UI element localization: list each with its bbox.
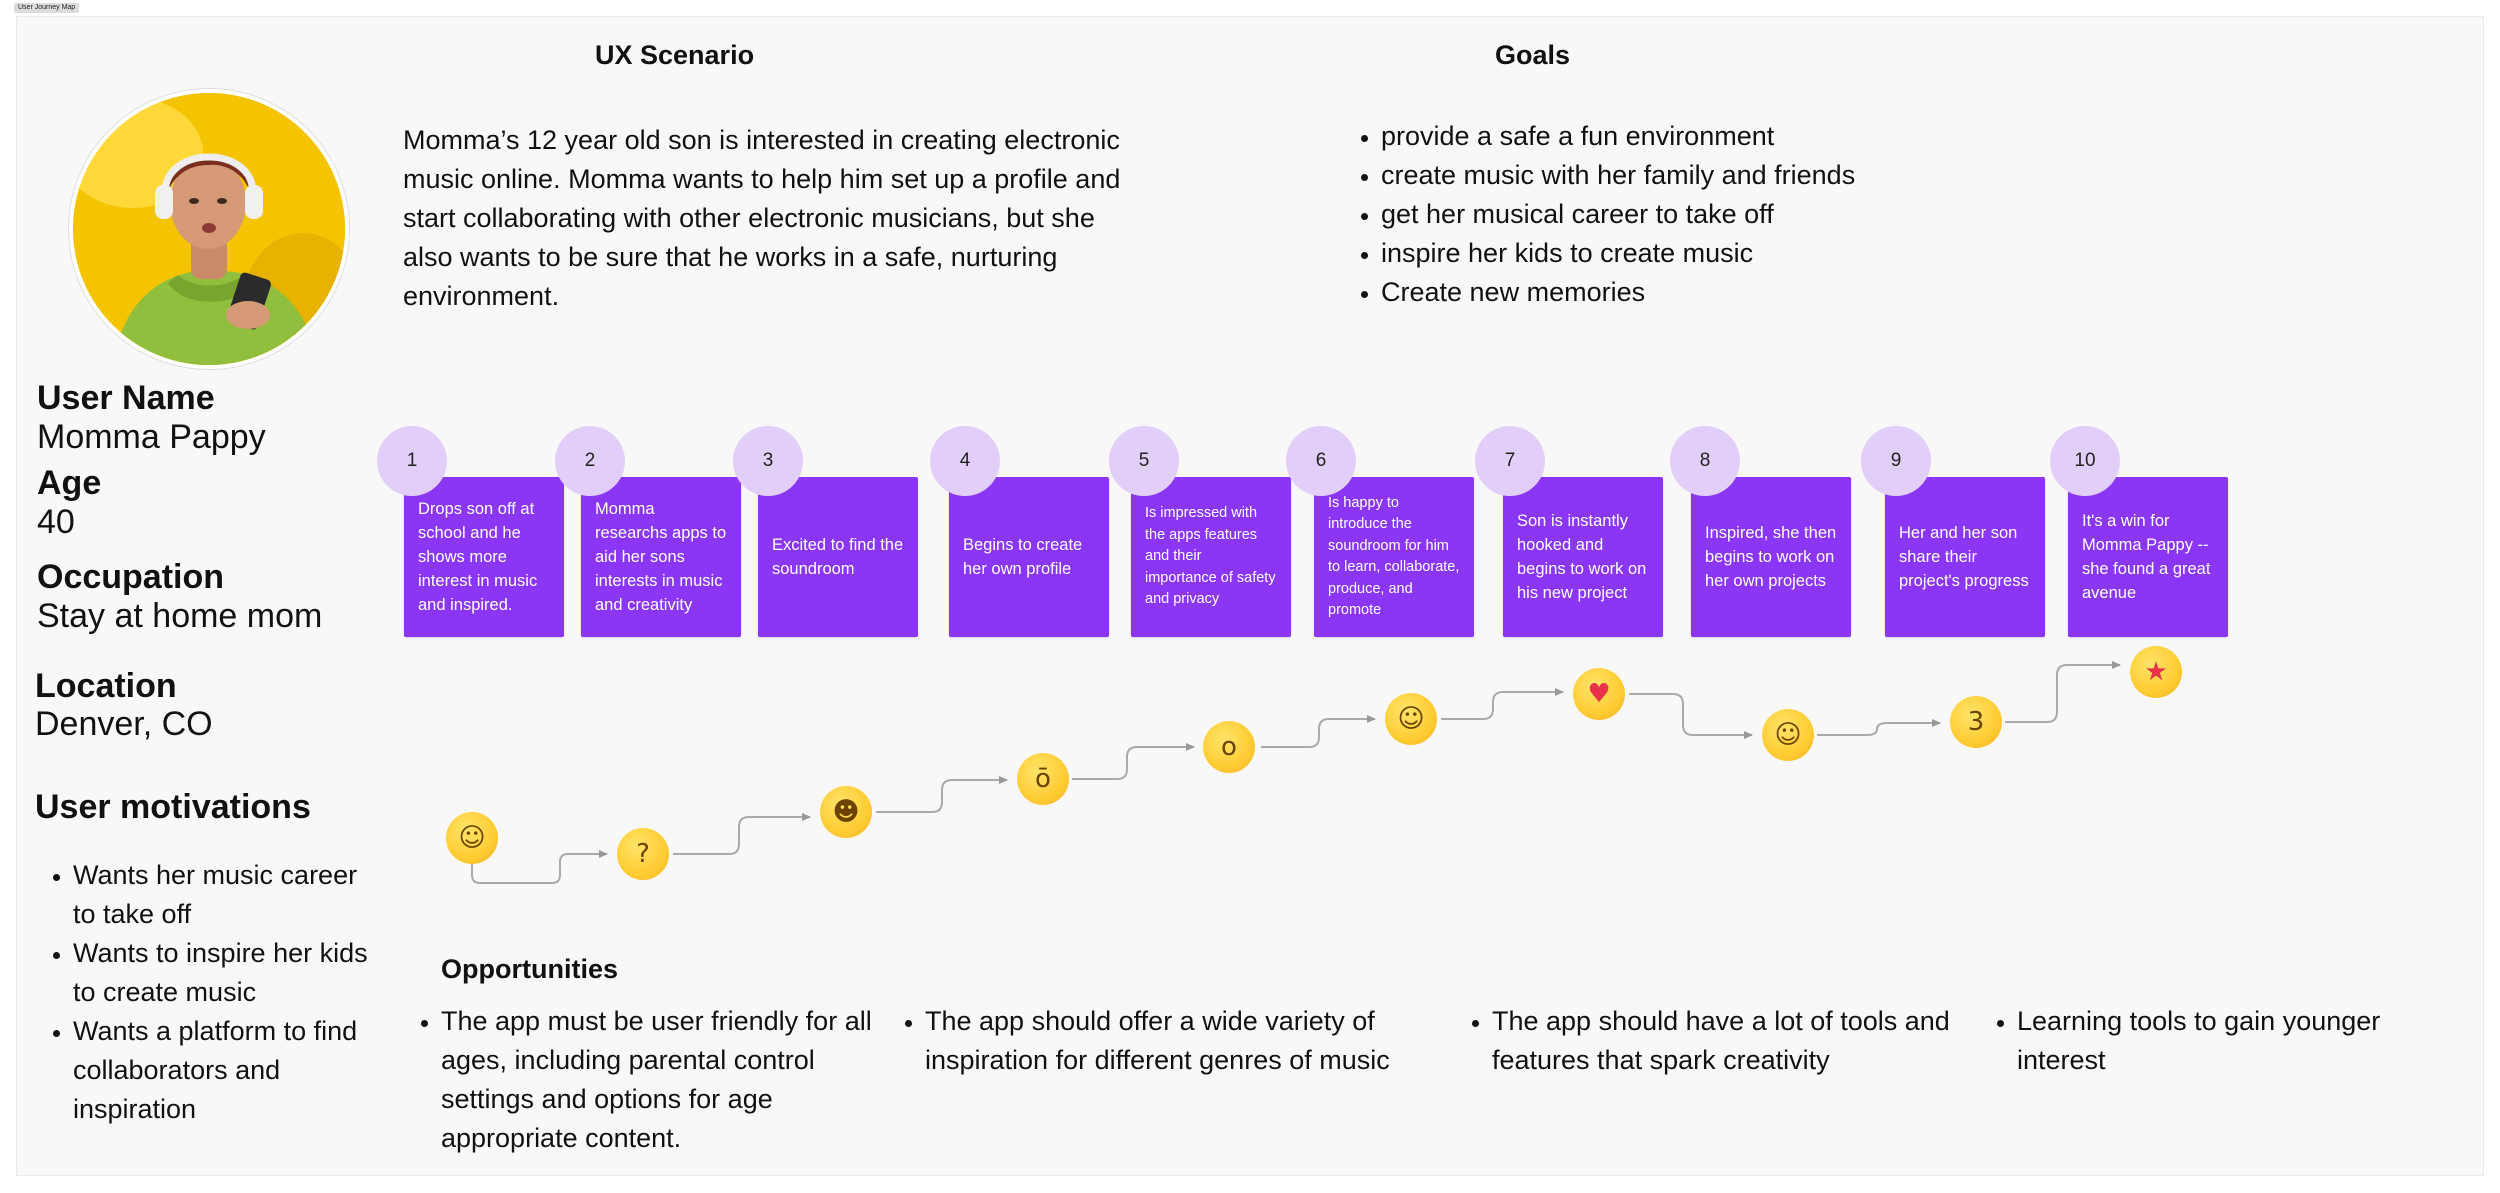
emotion-connector <box>471 850 608 884</box>
opportunity-item: The app should have a lot of tools and f… <box>1492 1002 1982 1080</box>
avatar <box>69 89 349 369</box>
emotion-glyph: o <box>1221 732 1237 762</box>
location-value: Denver, CO <box>35 705 213 743</box>
emotion-connector <box>2005 661 2121 723</box>
opportunity-list-2: The app should offer a wide variety of i… <box>887 1002 1425 1080</box>
motivation-item: Wants to inspire her kids to create musi… <box>73 934 373 1012</box>
goals-title: Goals <box>1495 40 1571 70</box>
goal-item: Create new memories <box>1381 273 2081 312</box>
step-card-3[interactable]: Excited to find the soundroom <box>758 477 918 637</box>
occupation-label: Occupation <box>37 558 225 596</box>
motivations-title: User motivations <box>35 788 311 826</box>
user-name-label: User Name <box>37 379 215 417</box>
step-number-5: 5 <box>1109 426 1179 496</box>
step-card-text: Begins to create her own profile <box>963 536 1083 578</box>
step-number-8: 8 <box>1670 426 1740 496</box>
frame-label[interactable]: User Journey Map <box>14 3 80 13</box>
step-card-10[interactable]: It's a win for Momma Pappy -- she found … <box>2068 477 2228 637</box>
motivations-list: Wants her music career to take off Wants… <box>35 856 373 1129</box>
journey-map-canvas: User Name Momma Pappy Age 40 Occupation … <box>16 16 2484 1176</box>
opportunity-item: Learning tools to gain younger interest <box>2017 1002 2437 1080</box>
step-card-text: It's a win for Momma Pappy -- she found … <box>2082 512 2211 602</box>
step-card-4[interactable]: Begins to create her own profile <box>949 477 1109 637</box>
step-card-8[interactable]: Inspired, she then begins to work on her… <box>1691 477 1851 637</box>
goal-item: inspire her kids to create music <box>1381 234 2081 273</box>
smiling-face-with-blush-icon: ☺ <box>1762 709 1814 761</box>
emotion-connector <box>1817 719 1941 736</box>
emotion-connector <box>1261 715 1376 748</box>
step-card-text: Son is instantly hooked and begins to wo… <box>1517 512 1647 602</box>
emotion-connector <box>673 813 811 855</box>
zany-face-icon: ☻ <box>820 786 872 838</box>
face-savoring-food-icon: ☺ <box>1385 693 1437 745</box>
step-number-10: 10 <box>2050 426 2120 496</box>
goals-list: provide a safe a fun environment create … <box>1343 117 2081 312</box>
face-with-raised-eyebrow-icon: ō <box>1017 753 1069 805</box>
step-card-5[interactable]: Is impressed with the apps features and … <box>1131 477 1291 637</box>
opportunities-title: Opportunities <box>441 954 618 984</box>
step-card-text: Her and her son share their project's pr… <box>1899 524 2029 590</box>
step-card-1[interactable]: Drops son off at school and he shows mor… <box>404 477 564 637</box>
emotion-glyph: 3 <box>1967 707 1985 737</box>
emotion-glyph: ☺ <box>1397 704 1425 734</box>
emotion-curve <box>471 661 2121 884</box>
star-struck-face-icon: ★ <box>2130 646 2182 698</box>
step-card-text: Excited to find the soundroom <box>772 536 904 578</box>
step-number-2: 2 <box>555 426 625 496</box>
emotion-glyph: ♥ <box>1587 679 1611 709</box>
motivation-item: Wants her music career to take off <box>73 856 373 934</box>
emotion-glyph: ☺ <box>458 823 486 853</box>
age-label: Age <box>37 464 102 502</box>
step-number-1: 1 <box>377 426 447 496</box>
emotion-glyph: ☺ <box>1774 720 1802 750</box>
user-name-value: Momma Pappy <box>37 418 266 456</box>
hushed-face-icon: o <box>1203 721 1255 773</box>
step-number-4: 4 <box>930 426 1000 496</box>
thinking-face-icon: ? <box>617 828 669 880</box>
step-card-9[interactable]: Her and her son share their project's pr… <box>1885 477 2045 637</box>
step-card-2[interactable]: Momma researchs apps to aid her sons int… <box>581 477 741 637</box>
step-card-text: Drops son off at school and he shows mor… <box>418 500 538 614</box>
emotion-glyph: ? <box>636 839 650 869</box>
emotion-glyph: ★ <box>2144 657 2168 687</box>
kissing-face-icon: 3 <box>1950 696 2002 748</box>
step-card-text: Is impressed with the apps features and … <box>1145 505 1276 608</box>
emotion-connector <box>1441 688 1564 720</box>
step-card-6[interactable]: Is happy to introduce the soundroom for … <box>1314 477 1474 637</box>
step-card-text: Momma researchs apps to aid her sons int… <box>595 500 727 614</box>
step-number-6: 6 <box>1286 426 1356 496</box>
step-card-text: Is happy to introduce the soundroom for … <box>1328 494 1460 619</box>
location-label: Location <box>35 667 177 705</box>
emotion-connector <box>876 776 1008 813</box>
motivation-item: Wants a platform to find collaborators a… <box>73 1012 373 1129</box>
emotion-glyph: ō <box>1035 764 1051 794</box>
smiling-face-with-halo-icon: ☺ <box>446 812 498 864</box>
step-number-3: 3 <box>733 426 803 496</box>
goal-item: get her musical career to take off <box>1381 195 2081 234</box>
goal-item: create music with her family and friends <box>1381 156 2081 195</box>
opportunity-list-4: Learning tools to gain younger interest <box>1979 1002 2437 1080</box>
persona-photo <box>73 93 345 365</box>
emotion-connector <box>1629 693 1753 739</box>
opportunity-list-3: The app should have a lot of tools and f… <box>1454 1002 1982 1080</box>
opportunity-item: The app should offer a wide variety of i… <box>925 1002 1425 1080</box>
occupation-value: Stay at home mom <box>37 597 323 635</box>
goal-item: provide a safe a fun environment <box>1381 117 2081 156</box>
step-card-7[interactable]: Son is instantly hooked and begins to wo… <box>1503 477 1663 637</box>
opportunity-item: The app must be user friendly for all ag… <box>441 1002 881 1158</box>
ux-scenario-title: UX Scenario <box>595 40 755 70</box>
emotion-glyph: ☻ <box>832 797 860 827</box>
opportunity-list-1: The app must be user friendly for all ag… <box>403 1002 881 1158</box>
emotion-connector <box>1072 743 1195 780</box>
heart-eyes-face-icon: ♥ <box>1573 668 1625 720</box>
step-number-9: 9 <box>1861 426 1931 496</box>
step-number-7: 7 <box>1475 426 1545 496</box>
step-card-text: Inspired, she then begins to work on her… <box>1705 524 1837 590</box>
age-value: 40 <box>37 503 75 541</box>
ux-scenario-text: Momma’s 12 year old son is interested in… <box>403 125 1121 311</box>
